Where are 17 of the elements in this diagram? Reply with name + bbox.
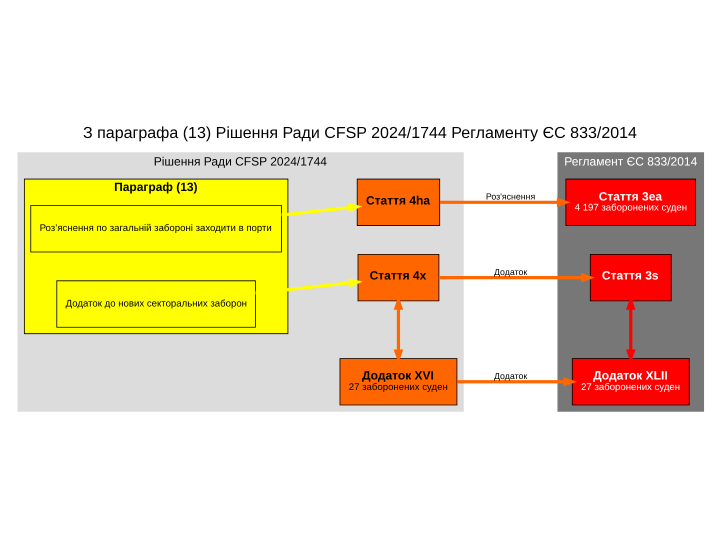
arrow — [440, 198, 571, 208]
arrow — [438, 272, 595, 282]
edge-label: Додаток — [494, 371, 528, 382]
arrow — [281, 202, 362, 217]
node-box: Додаток XLII 27 заборонених суден — [572, 358, 690, 406]
node-box: Роз’яснення по загальній забороні заходити в порти — [30, 205, 282, 252]
arrow — [457, 376, 578, 387]
edge-label: Додаток — [494, 267, 528, 278]
node-box: Додаток до нових секторальних заборон — [56, 280, 256, 328]
node-box: Стаття 3ea 4 197 заборонених суден — [565, 178, 696, 226]
node-box: Стаття 4x — [358, 254, 440, 302]
edge-label: Роз'яснення — [486, 192, 536, 202]
node-box: Стаття 4ha — [356, 178, 440, 226]
diagram-title: З параграфа (13) Рішення Ради CFSP 2024/1744 Регламенту ЄС 833/2014 — [83, 124, 637, 142]
arrow — [255, 278, 363, 295]
node-box: Додаток XVI 27 заборонених суден — [340, 358, 458, 406]
node-box: Стаття 3s — [590, 254, 672, 302]
